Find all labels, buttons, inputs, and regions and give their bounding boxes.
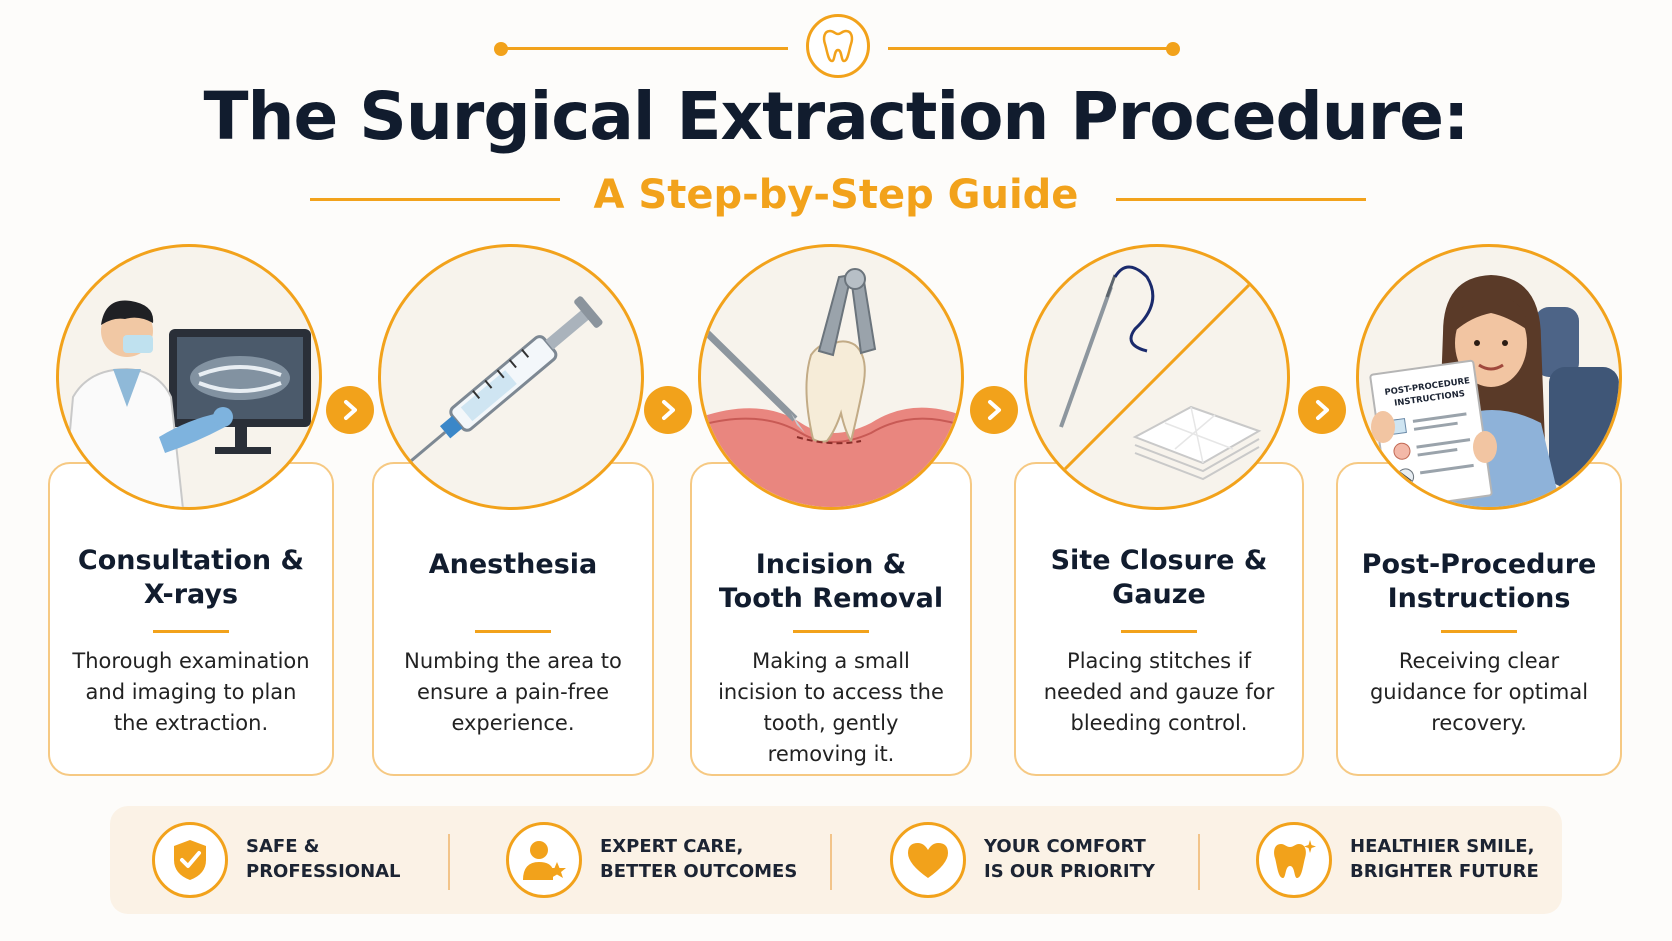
- shield-check-icon: [152, 822, 228, 898]
- ornament-dot-left: [494, 42, 508, 56]
- step-divider: [1121, 630, 1197, 633]
- step-divider: [1441, 630, 1517, 633]
- feature-label: SAFE & PROFESSIONAL: [246, 836, 401, 882]
- step-divider: [153, 630, 229, 633]
- step-1-illustration: [56, 244, 322, 510]
- suture-gauze-illustration: [1027, 247, 1287, 507]
- forceps-tooth-illustration: [701, 268, 961, 507]
- step-2-illustration: [378, 244, 644, 510]
- step-5-card: 5 Post-Procedure Instructions Receiving …: [1336, 442, 1622, 776]
- step-description: Placing stitches if needed and gauze for…: [1043, 649, 1275, 735]
- chevron-right-icon: [970, 386, 1018, 434]
- subtitle-line-left: [310, 198, 560, 201]
- feature-comfort: YOUR COMFORT IS OUR PRIORITY: [890, 822, 1190, 898]
- ornament-dot-right: [1166, 42, 1180, 56]
- page-title: The Surgical Extraction Procedure:: [203, 78, 1470, 155]
- step-title: Site Closure & Gauze: [1050, 545, 1268, 610]
- patient-instructions-illustration: POST-PROCEDURE INSTRUCTIONS: [1369, 275, 1619, 507]
- feature-separator: [830, 834, 832, 890]
- chevron-right-icon: [644, 386, 692, 434]
- step-4-card: 4 Site Closure & Gauze Placing stitches …: [1014, 442, 1304, 776]
- step-description: Making a small incision to access the to…: [718, 649, 944, 766]
- chevron-right-icon: [1298, 386, 1346, 434]
- page-subtitle: A Step-by-Step Guide: [593, 172, 1079, 218]
- subtitle-line-right: [1116, 198, 1366, 201]
- step-title: Anesthesia: [428, 549, 598, 580]
- user-star-icon: [506, 822, 582, 898]
- feature-separator: [448, 834, 450, 890]
- subtitle-row: A Step-by-Step Guide: [0, 172, 1672, 232]
- ornament-line-right: [888, 47, 1170, 50]
- step-divider: [793, 630, 869, 633]
- sparkle-tooth-icon: [1256, 822, 1332, 898]
- step-description: Thorough examination and imaging to plan…: [72, 649, 310, 735]
- step-description: Receiving clear guidance for optimal rec…: [1369, 649, 1589, 735]
- step-divider: [475, 630, 551, 633]
- tooth-icon: [806, 14, 870, 78]
- dentist-xray-illustration: [62, 300, 311, 507]
- features-footer: SAFE & PROFESSIONAL EXPERT CARE, BETTER …: [110, 806, 1562, 914]
- feature-expert: EXPERT CARE, BETTER OUTCOMES: [506, 822, 806, 898]
- step-2-card: 2 Anesthesia Numbing the area to ensure …: [372, 442, 654, 776]
- step-5-illustration: POST-PROCEDURE INSTRUCTIONS: [1356, 244, 1622, 510]
- step-4-illustration: [1024, 244, 1290, 510]
- top-ornament: [0, 12, 1672, 82]
- step-title: Incision & Tooth Removal: [718, 549, 944, 614]
- step-description: Numbing the area to ensure a pain-free e…: [404, 649, 622, 735]
- feature-label: HEALTHIER SMILE, BRIGHTER FUTURE: [1350, 836, 1539, 882]
- feature-label: EXPERT CARE, BETTER OUTCOMES: [600, 836, 798, 882]
- feature-label: YOUR COMFORT IS OUR PRIORITY: [984, 836, 1155, 882]
- ornament-line-left: [506, 47, 788, 50]
- feature-separator: [1198, 834, 1200, 890]
- step-3-illustration: [698, 244, 964, 510]
- step-title: Post-Procedure Instructions: [1361, 549, 1597, 614]
- feature-smile: HEALTHIER SMILE, BRIGHTER FUTURE: [1256, 822, 1556, 898]
- feature-safe: SAFE & PROFESSIONAL: [152, 822, 452, 898]
- heart-icon: [890, 822, 966, 898]
- step-title: Consultation & X-rays: [77, 545, 305, 610]
- chevron-right-icon: [326, 386, 374, 434]
- syringe-illustration: [405, 296, 603, 466]
